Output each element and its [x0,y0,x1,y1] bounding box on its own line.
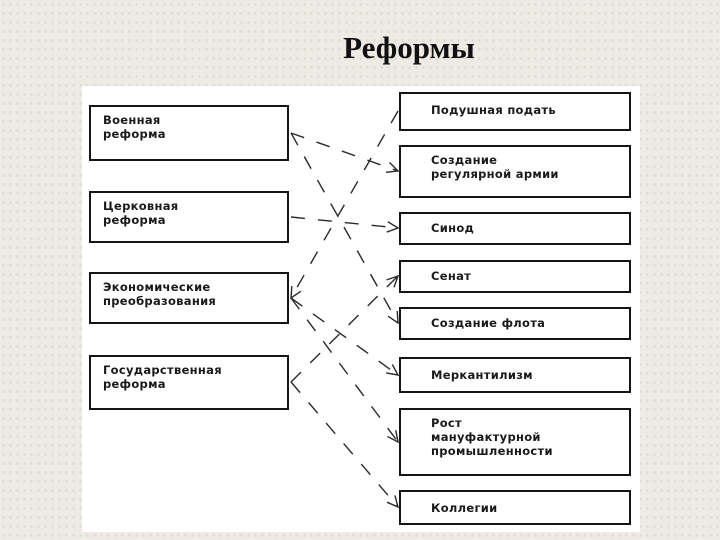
result-box-regular-army: Создание регулярной армии [399,145,631,198]
arrowhead-icon [386,364,400,376]
connector-line [290,381,399,508]
connector-line [290,216,399,229]
arrowhead-icon [386,221,400,233]
reform-box-economic: Экономические преобразования [89,272,289,324]
arrowhead-icon [387,430,399,444]
result-box-poll-tax: Подушная подать [399,92,631,131]
result-box-manufacturing: Рост мануфактурной промышленности [399,408,631,476]
reform-box-military: Военная реформа [89,105,289,161]
arrowhead-icon [387,310,399,325]
connector-line [290,275,399,383]
connector-line [290,132,399,172]
result-box-senate: Сенат [399,260,631,293]
page-title: Реформы [343,30,475,65]
result-box-mercantilism: Меркантилизм [399,357,631,393]
connector-line [290,297,399,443]
connector-line [290,132,399,324]
result-box-synod: Синод [399,212,631,245]
arrowhead-icon [386,495,400,509]
result-box-collegia: Коллегии [399,490,631,525]
arrowhead-icon [385,161,400,173]
arrowhead-icon [386,274,400,288]
result-box-fleet: Создание флота [399,307,631,340]
arrowhead-icon [290,285,302,300]
reform-box-church: Церковная реформа [89,191,289,243]
connector-line [290,297,399,376]
reform-box-state: Государственная реформа [89,355,289,410]
connector-line [290,110,399,299]
